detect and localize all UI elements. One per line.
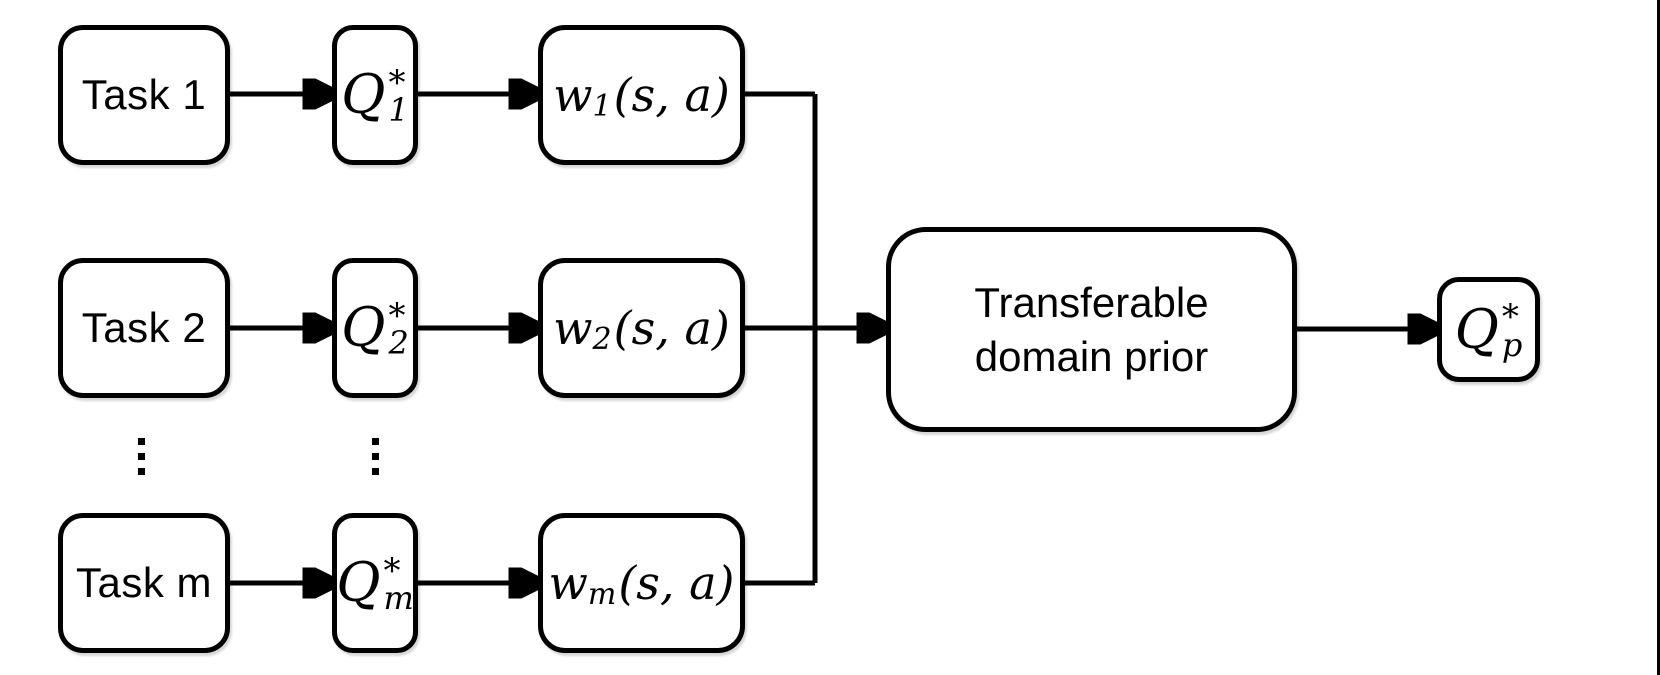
wm-node: w m (s, a) xyxy=(538,513,745,653)
transferable-domain-prior-node: Transferable domain prior xyxy=(886,227,1297,432)
qm-node: Q * m xyxy=(332,513,418,653)
task-1-label: Task 1 xyxy=(81,71,207,118)
wm-label: w m (s, a) xyxy=(548,556,735,612)
q1-label: Q * 1 xyxy=(341,62,409,130)
right-border-line xyxy=(1657,0,1660,675)
vertical-ellipsis-q-column xyxy=(372,438,379,483)
task-m-node: Task m xyxy=(58,513,230,653)
qm-label: Q * m xyxy=(336,550,414,618)
output-qp-node: Q * p xyxy=(1437,277,1540,382)
w1-node: w 1 (s, a) xyxy=(538,25,745,165)
transferable-domain-prior-label: Transferable domain prior xyxy=(974,278,1209,380)
q1-node: Q * 1 xyxy=(332,25,418,165)
w1-label: w 1 (s, a) xyxy=(553,68,730,124)
q2-label: Q * 2 xyxy=(341,295,409,363)
task-1-node: Task 1 xyxy=(58,25,230,165)
q2-node: Q * 2 xyxy=(332,258,418,398)
vertical-ellipsis-task-column xyxy=(138,438,145,483)
task-m-label: Task m xyxy=(75,559,212,606)
task-2-label: Task 2 xyxy=(81,304,207,351)
w2-node: w 2 (s, a) xyxy=(538,258,745,398)
w2-label: w 2 (s, a) xyxy=(553,301,730,357)
qp-label: Q * p xyxy=(1454,297,1523,364)
task-2-node: Task 2 xyxy=(58,258,230,398)
